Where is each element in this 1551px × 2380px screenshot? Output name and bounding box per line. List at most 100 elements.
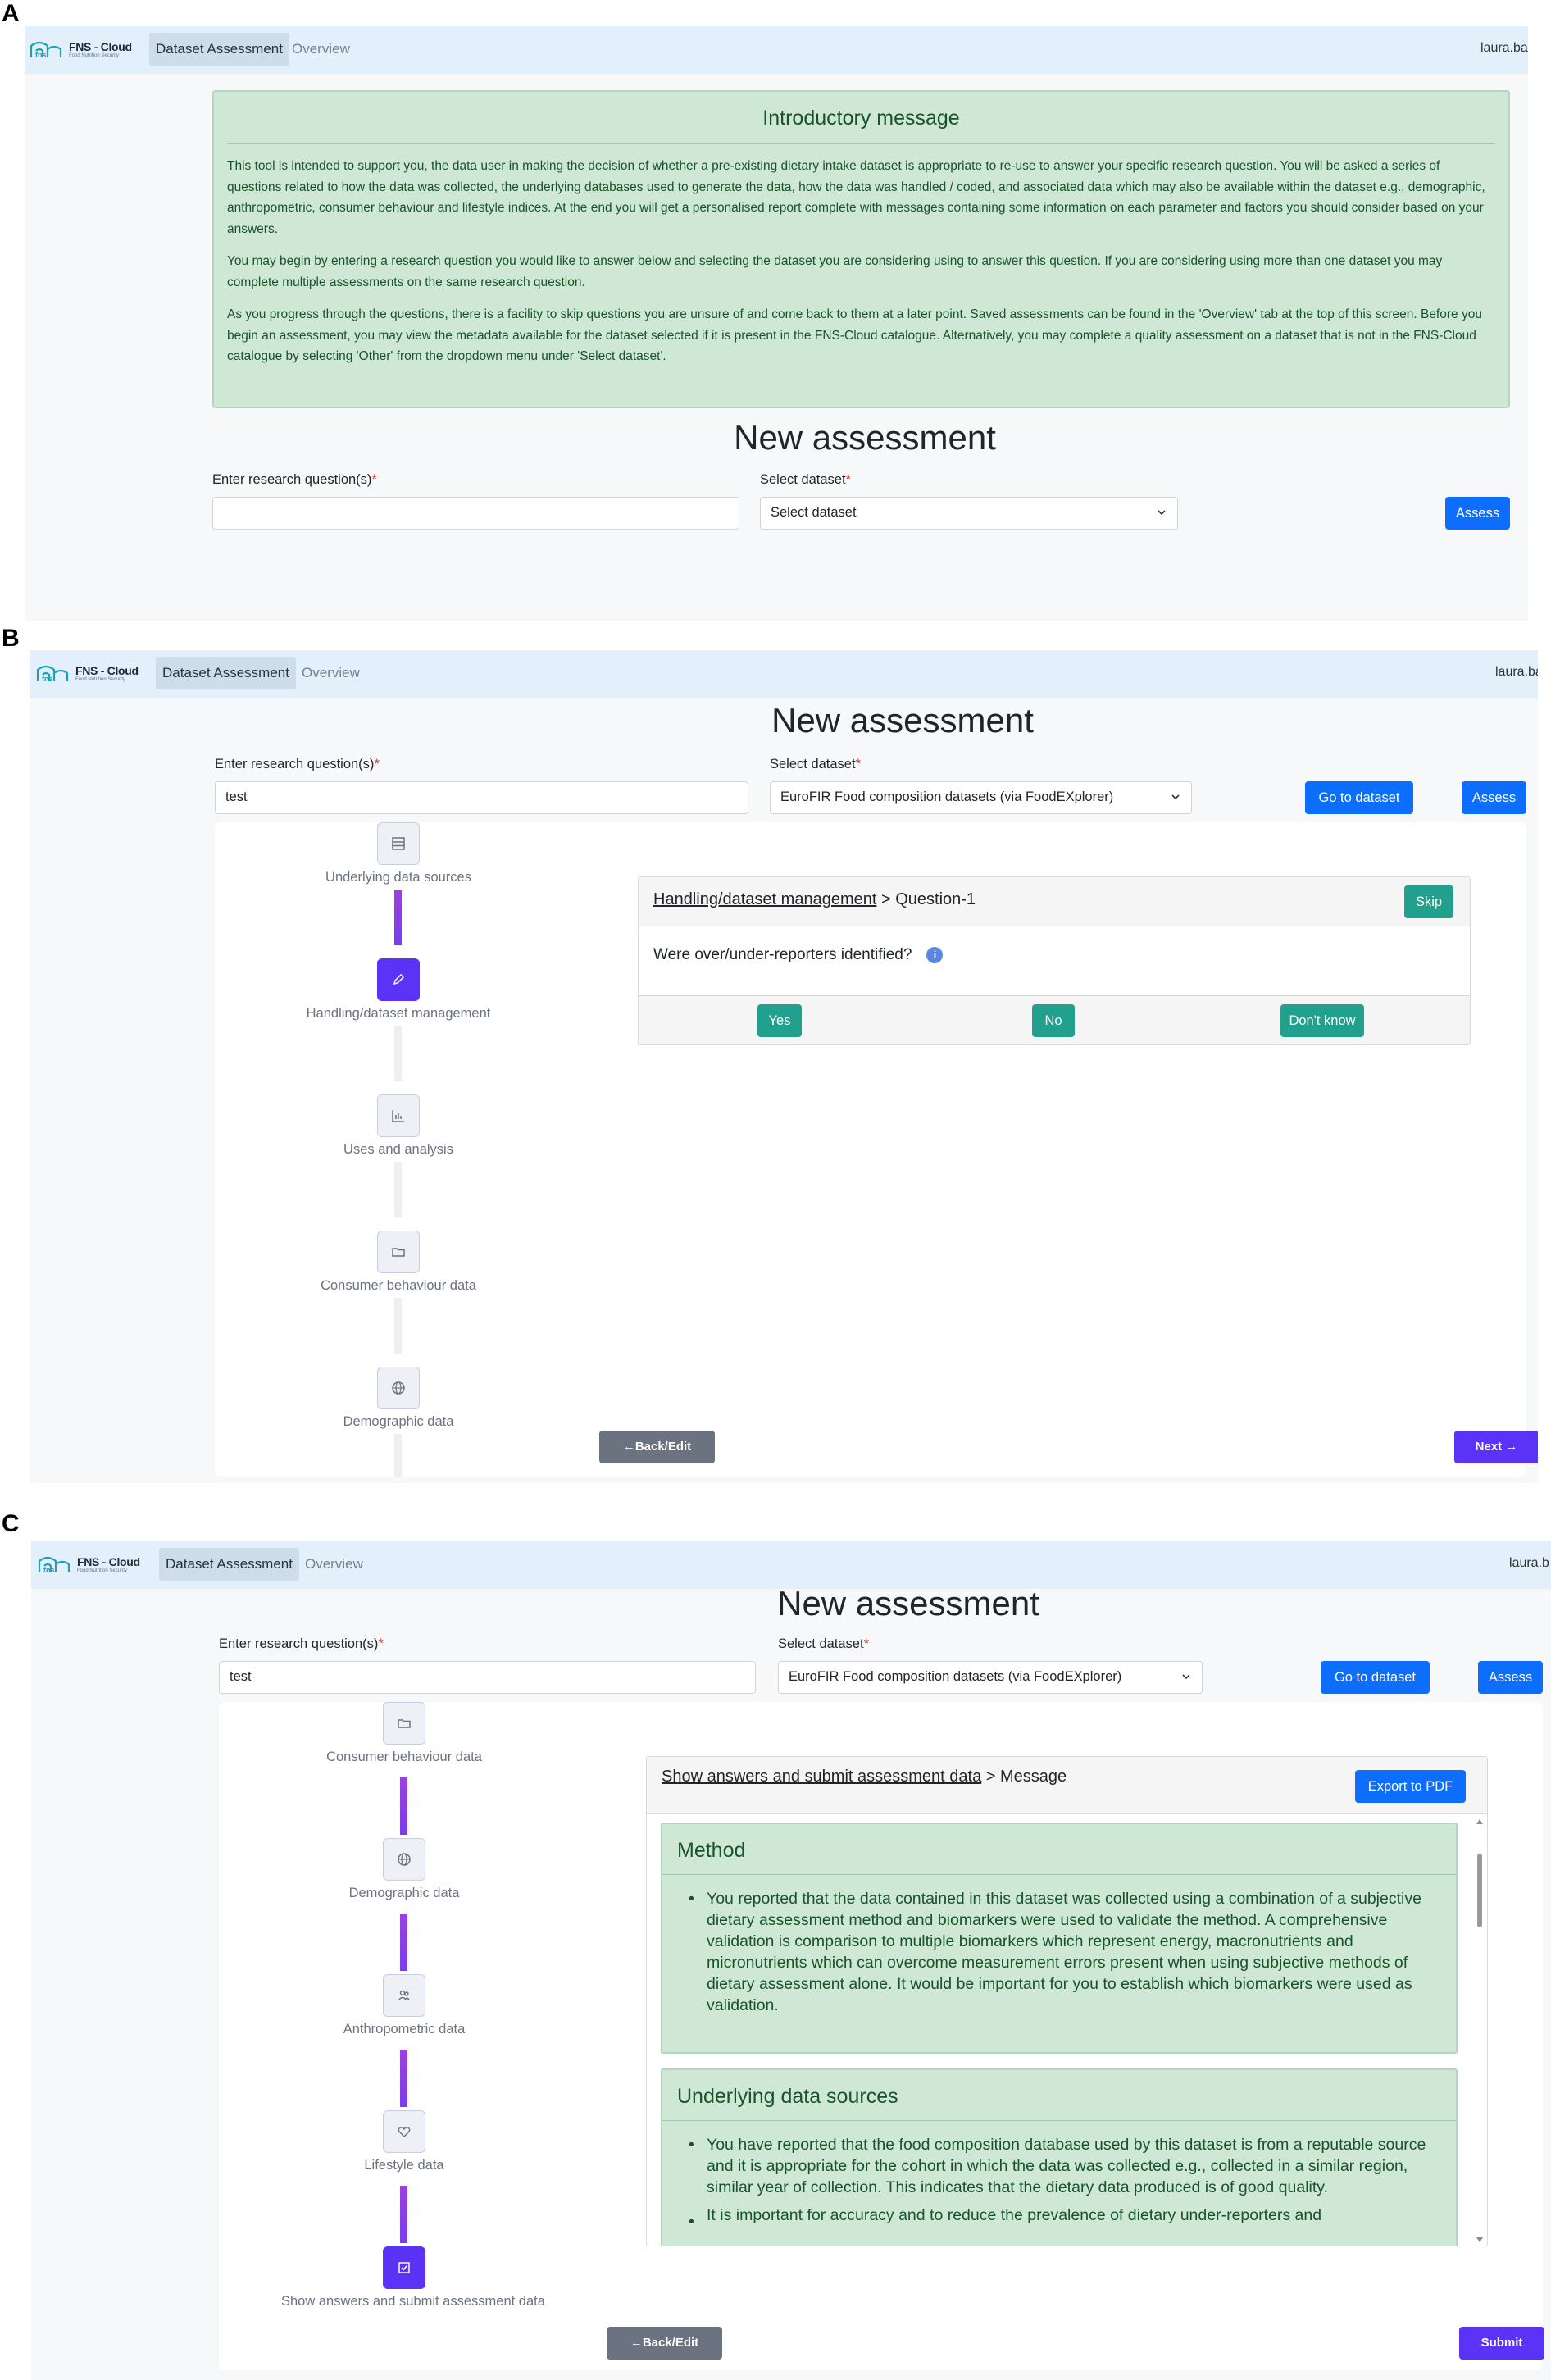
assess-button[interactable]: Assess bbox=[1445, 497, 1510, 530]
step-connector bbox=[394, 890, 402, 945]
step-label: Handling/dataset management bbox=[306, 1006, 491, 1021]
go-to-dataset-button[interactable]: Go to dataset bbox=[1305, 781, 1413, 814]
people-icon bbox=[383, 1974, 425, 2017]
chevron-down-icon bbox=[1182, 1674, 1190, 1680]
step-label: Consumer behaviour data bbox=[321, 1278, 476, 1293]
scrollbar[interactable] bbox=[1475, 1816, 1485, 2246]
step-label: Underlying data sources bbox=[325, 870, 471, 885]
step-connector bbox=[400, 2050, 407, 2107]
user-name[interactable]: laura.ba bbox=[1480, 41, 1528, 55]
back-edit-button[interactable]: ←Back/Edit bbox=[599, 1431, 715, 1463]
panel-letter-c: C bbox=[2, 1510, 20, 1537]
step-anthropometric-data[interactable]: Anthropometric data bbox=[281, 1974, 527, 2037]
select-dataset-dropdown[interactable]: Select dataset bbox=[760, 497, 1178, 530]
arrow-right-icon: → bbox=[1505, 1440, 1518, 1454]
step-consumer-behaviour-data[interactable]: Consumer behaviour data bbox=[275, 1231, 521, 1294]
select-dataset-dropdown[interactable]: EuroFIR Food composition datasets (via F… bbox=[778, 1661, 1203, 1694]
research-question-input[interactable]: test bbox=[215, 781, 748, 814]
step-label: Show answers and submit assessment data bbox=[281, 2294, 545, 2309]
submit-button[interactable]: Submit bbox=[1459, 2327, 1544, 2360]
svg-text:fns: fns bbox=[42, 675, 53, 683]
user-name[interactable]: laura.ba bbox=[1495, 665, 1538, 679]
step-underlying-data-sources[interactable]: Underlying data sources bbox=[275, 822, 521, 885]
step-lifestyle-data[interactable]: Lifestyle data bbox=[281, 2110, 527, 2173]
export-to-pdf-button[interactable]: Export to PDF bbox=[1355, 1770, 1466, 1803]
panel-letter-b: B bbox=[2, 625, 20, 652]
bar-chart-icon bbox=[377, 1094, 420, 1137]
step-handling-dataset-management[interactable]: Handling/dataset management bbox=[275, 958, 521, 1022]
brand-name: FNS - Cloud bbox=[75, 664, 139, 677]
step-connector bbox=[394, 1026, 402, 1081]
step-consumer-behaviour-data[interactable]: Consumer behaviour data bbox=[281, 1702, 527, 1765]
intro-paragraph-3: As you progress through the questions, t… bbox=[227, 307, 1482, 363]
breadcrumb-link[interactable]: Show answers and submit assessment data bbox=[662, 1768, 982, 1786]
research-question-label: Enter research question(s)* bbox=[215, 757, 380, 771]
folder-icon bbox=[377, 1231, 420, 1273]
heart-icon bbox=[383, 2110, 425, 2153]
brand-name: FNS - Cloud bbox=[77, 1555, 140, 1568]
message-header: Show answers and submit assessment data … bbox=[647, 1757, 1487, 1814]
step-label: Demographic data bbox=[343, 1414, 454, 1429]
tab-overview[interactable]: Overview bbox=[302, 665, 360, 680]
next-button[interactable]: Next → bbox=[1454, 1431, 1538, 1463]
research-question-input[interactable]: test bbox=[219, 1661, 756, 1694]
question-card: Handling/dataset management > Question-1… bbox=[638, 876, 1471, 1045]
step-label: Uses and analysis bbox=[343, 1142, 453, 1157]
research-question-label: Enter research question(s)* bbox=[212, 472, 377, 487]
step-demographic-data[interactable]: Demographic data bbox=[275, 1367, 521, 1430]
message-method: Method You reported that the data contai… bbox=[661, 1823, 1458, 2054]
research-question-label: Enter research question(s)* bbox=[219, 1636, 384, 1651]
select-dataset-label: Select dataset* bbox=[778, 1636, 869, 1651]
select-dataset-value: Select dataset bbox=[771, 505, 857, 520]
assess-button[interactable]: Assess bbox=[1478, 1661, 1543, 1694]
step-connector bbox=[394, 1162, 402, 1217]
message-body: You have reported that the food composit… bbox=[662, 2121, 1456, 2198]
back-edit-button[interactable]: ←Back/Edit bbox=[607, 2327, 722, 2360]
tab-dataset-assessment[interactable]: Dataset Assessment bbox=[149, 33, 289, 66]
select-dataset-dropdown[interactable]: EuroFIR Food composition datasets (via F… bbox=[770, 781, 1192, 814]
svg-text:fns: fns bbox=[43, 1566, 55, 1574]
arrow-left-icon: ← bbox=[622, 1440, 635, 1454]
brand-subtitle: Food Nutrition Security bbox=[69, 53, 120, 58]
tab-dataset-assessment[interactable]: Dataset Assessment bbox=[156, 657, 296, 689]
checkbox-icon bbox=[383, 2246, 425, 2289]
scrollbar-graphic bbox=[1476, 1819, 1483, 2242]
chevron-down-icon bbox=[1158, 510, 1166, 516]
breadcrumb: Handling/dataset management > Question-1 bbox=[653, 890, 976, 909]
info-icon[interactable]: i bbox=[926, 946, 944, 963]
assessment-card: Underlying data sources Handling/dataset… bbox=[215, 822, 1538, 1477]
globe-icon bbox=[383, 1838, 425, 1881]
step-show-answers-and-submit[interactable]: Show answers and submit assessment data bbox=[281, 2246, 545, 2309]
yes-button[interactable]: Yes bbox=[757, 1004, 802, 1037]
tab-dataset-assessment[interactable]: Dataset Assessment bbox=[159, 1548, 299, 1581]
page-title: New assessment bbox=[734, 418, 996, 457]
research-question-input[interactable] bbox=[212, 497, 739, 530]
user-name[interactable]: laura.b bbox=[1509, 1556, 1549, 1570]
page-title: New assessment bbox=[771, 701, 1034, 739]
assess-button[interactable]: Assess bbox=[1462, 781, 1526, 814]
dont-know-button[interactable]: Don't know bbox=[1280, 1004, 1364, 1037]
step-demographic-data[interactable]: Demographic data bbox=[281, 1838, 527, 1901]
message-underlying-data-sources: Underlying data sources You have reporte… bbox=[661, 2068, 1458, 2246]
no-button[interactable]: No bbox=[1032, 1004, 1075, 1037]
fns-logo-icon: fns bbox=[36, 665, 69, 683]
step-connector bbox=[394, 1434, 402, 1477]
go-to-dataset-button[interactable]: Go to dataset bbox=[1321, 1661, 1430, 1694]
step-connector bbox=[400, 1777, 407, 1835]
step-uses-and-analysis[interactable]: Uses and analysis bbox=[275, 1094, 521, 1158]
tab-overview[interactable]: Overview bbox=[292, 41, 350, 57]
tab-overview[interactable]: Overview bbox=[305, 1556, 363, 1572]
fns-logo-icon: fns bbox=[38, 1556, 70, 1574]
intro-paragraph-2: You may begin by entering a research que… bbox=[227, 254, 1443, 289]
skip-button[interactable]: Skip bbox=[1404, 885, 1453, 918]
breadcrumb-link[interactable]: Handling/dataset management bbox=[653, 890, 877, 908]
page-title: New assessment bbox=[777, 1584, 1039, 1622]
svg-text:fns: fns bbox=[35, 51, 47, 59]
message-scroll-area[interactable]: Method You reported that the data contai… bbox=[647, 1816, 1473, 2246]
brand-name: FNS - Cloud bbox=[69, 40, 132, 53]
